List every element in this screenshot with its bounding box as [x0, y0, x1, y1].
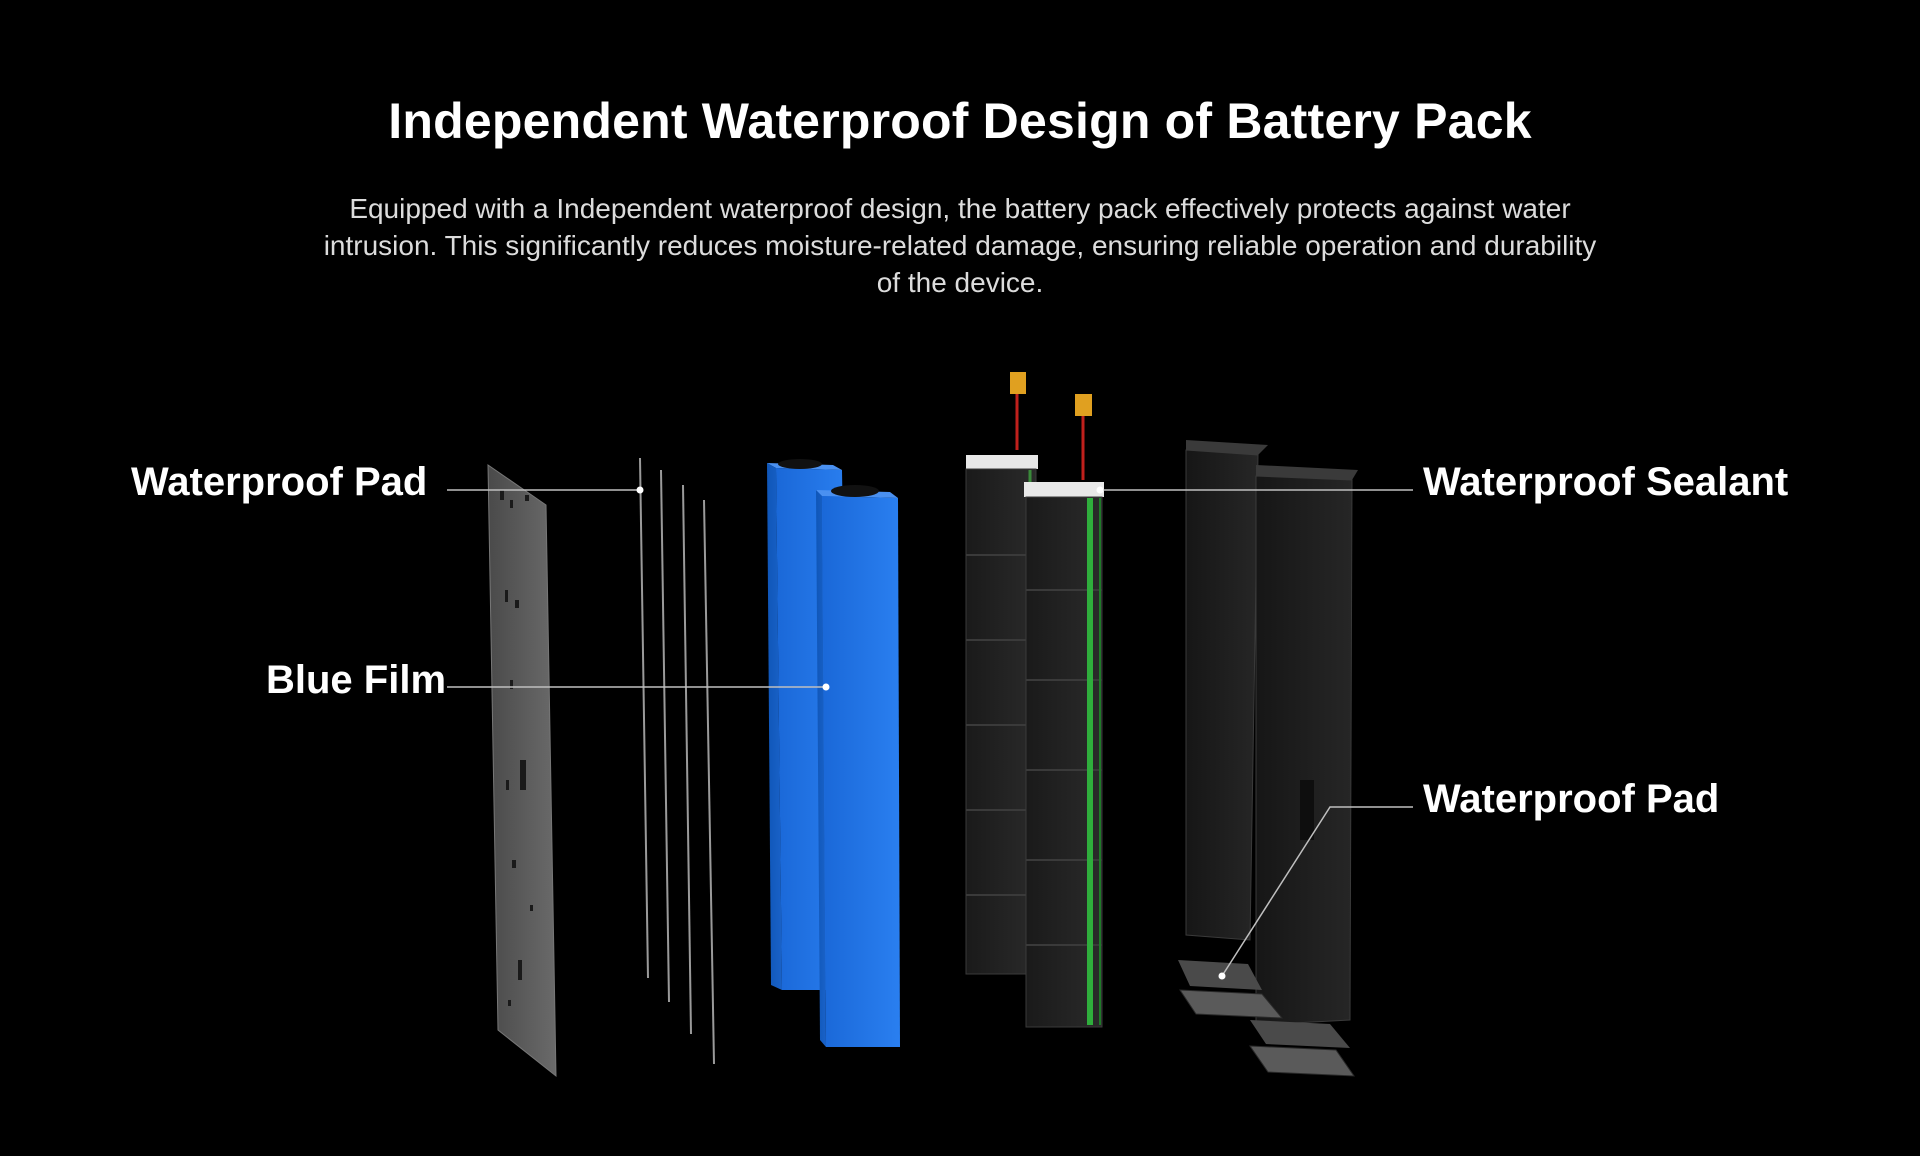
battery-cell-stack-front: [1024, 394, 1104, 1028]
leader-lines: [447, 489, 1413, 977]
page-title: Independent Waterproof Design of Battery…: [388, 93, 1532, 149]
callout-label-waterproof-pad-left: Waterproof Pad: [131, 460, 428, 504]
thin-film-sheets: [639, 457, 715, 1065]
leader-dots: [636, 486, 1226, 980]
page-description: Equipped with a Independent waterproof d…: [323, 193, 1597, 298]
callout-label-waterproof-pad-right: Waterproof Pad: [1423, 777, 1720, 821]
waterproof-pad-plate: [487, 464, 557, 1078]
callout-label-waterproof-sealant: Waterproof Sealant: [1423, 460, 1789, 504]
blue-film-tube-front: [816, 485, 900, 1047]
battery-case-back: [1185, 440, 1268, 941]
battery-case-front: [1255, 465, 1358, 1026]
callout-label-blue-film: Blue Film: [266, 658, 447, 702]
